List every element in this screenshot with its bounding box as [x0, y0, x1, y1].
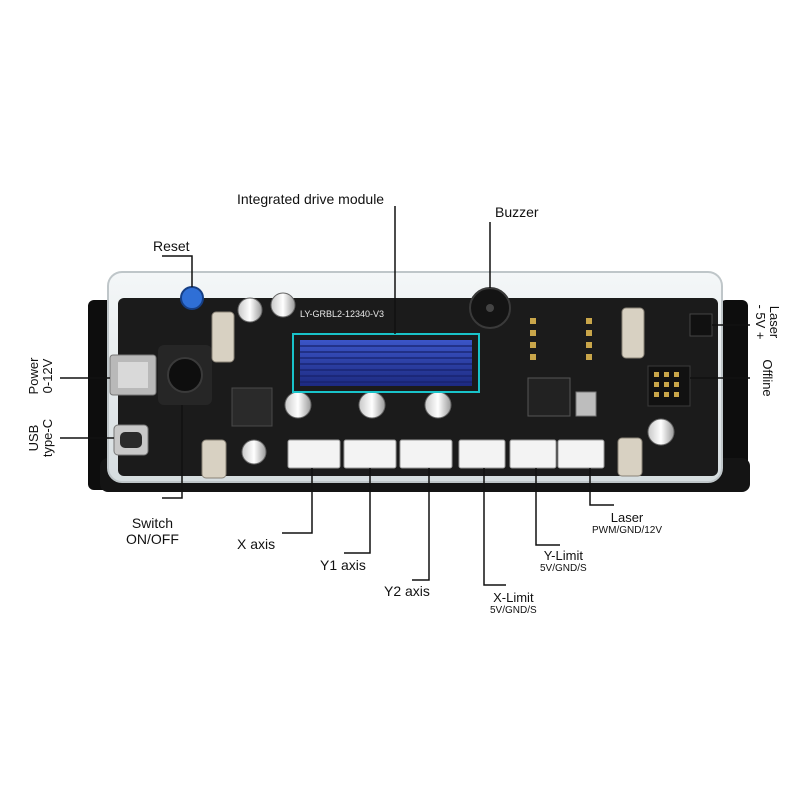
label-reset: Reset [153, 238, 190, 254]
heatsink [300, 340, 472, 386]
pcb [118, 298, 718, 476]
label-offline: Offline [760, 359, 775, 397]
reset-button [180, 286, 204, 310]
label-x-limit: X-Limit 5V/GND/S [490, 590, 537, 616]
label-integrated-drive-module: Integrated drive module [237, 191, 385, 207]
label-buzzer: Buzzer [495, 204, 539, 220]
label-y2-axis: Y2 axis [384, 583, 430, 599]
label-y-limit: Y-Limit 5V/GND/S [540, 548, 587, 574]
leader-lines [60, 206, 750, 586]
label-laser-bottom: Laser PWM/GND/12V [592, 510, 663, 536]
label-laser-right: Laser- 5V + [753, 304, 782, 340]
voltage-regulator [231, 387, 273, 427]
microcontroller [527, 377, 571, 417]
capacitors [237, 292, 675, 465]
board-model-text: LY-GRBL2-12340-V3 [300, 309, 385, 319]
laser-port-right [689, 313, 713, 337]
label-y1-axis: Y1 axis [320, 557, 366, 573]
drive-module-highlight [292, 333, 480, 393]
label-x-axis: X axis [237, 536, 276, 552]
connectors [287, 439, 605, 469]
